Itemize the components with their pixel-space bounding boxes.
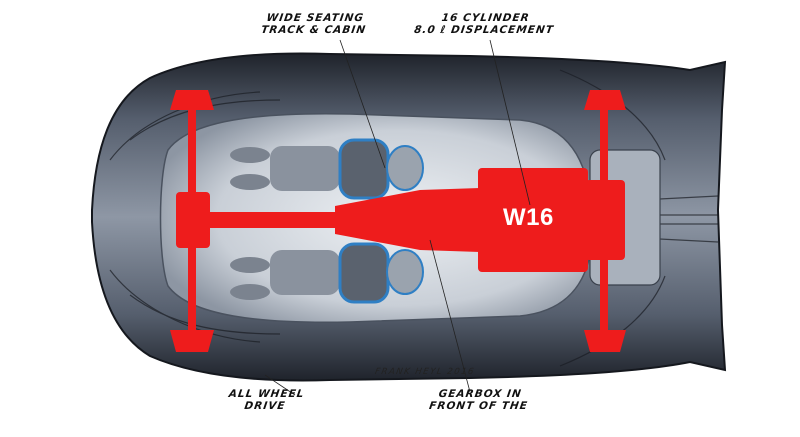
rear-right-hub [584, 330, 626, 352]
annotation-wide-seating: WIDE SEATING TRACK & CABIN [260, 12, 368, 36]
annotation-cylinder: 16 CYLINDER 8.0 ℓ DISPLACEMENT [413, 12, 556, 36]
rear-axle [600, 92, 608, 352]
annotation-all-wheel-drive: ALL WHEEL DRIVE [226, 388, 305, 412]
front-left-hub [170, 90, 214, 110]
annotation-line: ALL WHEEL [228, 388, 306, 400]
drivetrain [170, 90, 626, 352]
annotation-line: WIDE SEATING [265, 12, 365, 24]
propshaft [205, 212, 335, 228]
front-diff [176, 192, 210, 248]
annotation-line: FRONT OF THE [428, 400, 529, 412]
annotation-line: 16 CYLINDER [440, 12, 531, 24]
annotation-gearbox: GEARBOX IN FRONT OF THE [428, 388, 530, 412]
artist-signature: FRANK HEYL 2016 [374, 367, 476, 377]
annotation-line: 8.0 ℓ DISPLACEMENT [413, 24, 555, 36]
passenger-figure [230, 242, 424, 304]
engine-label: W16 [503, 204, 554, 231]
annotation-line: GEARBOX IN [437, 388, 523, 400]
engine-block [478, 168, 588, 272]
annotation-line: TRACK & CABIN [260, 24, 367, 36]
leader-lines [264, 39, 531, 396]
gearbox [335, 188, 480, 252]
annotation-line: DRIVE [243, 400, 287, 412]
front-right-hub [170, 330, 214, 352]
driver-figure [230, 138, 424, 200]
rear-left-hub [584, 90, 626, 110]
